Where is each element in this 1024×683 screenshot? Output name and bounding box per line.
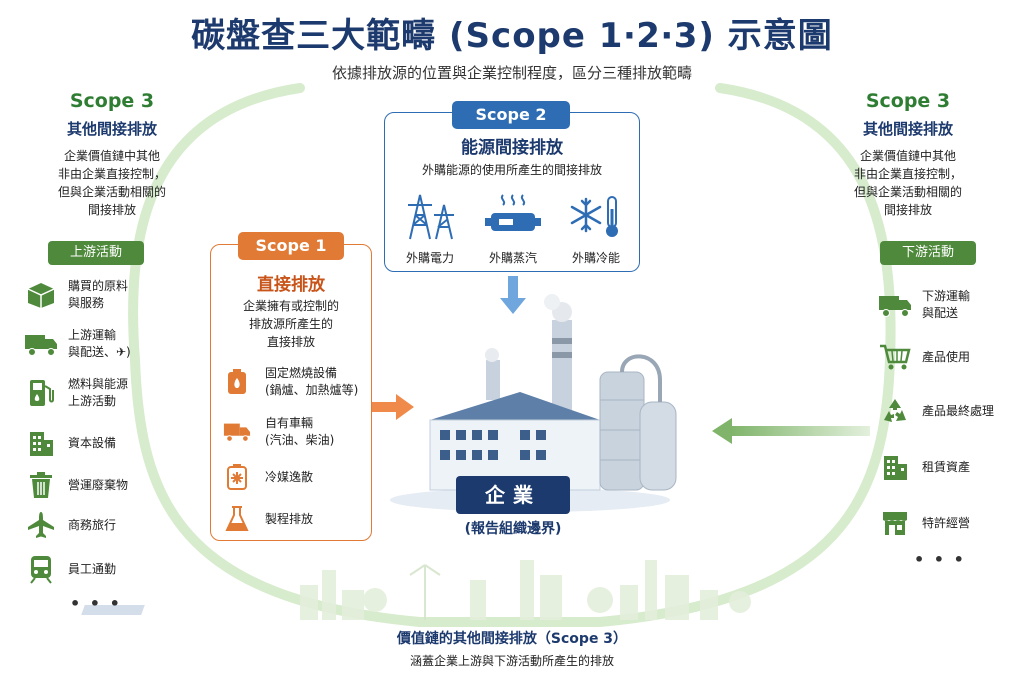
desc-line: 但與企業活動相關的 xyxy=(853,185,962,199)
list-item-label: 產品使用 xyxy=(922,349,971,364)
page-title: 碳盤查三大範疇 (Scope 1‧2‧3) 示意圖 xyxy=(191,16,833,56)
energy-item-steam: 外購蒸汽 xyxy=(478,191,548,266)
scope1-item-label: 製程排放 xyxy=(265,511,314,526)
list-item: 下游運輸與配送 xyxy=(878,288,970,322)
energy-item-label: 外購蒸汽 xyxy=(488,251,537,265)
building-icon xyxy=(878,452,912,482)
scope1-item: 固定燃燒設備(鍋爐、加熱爐等) xyxy=(223,365,358,399)
city-skyline xyxy=(81,560,751,620)
list-item: 營運廢棄物 xyxy=(24,470,128,500)
refrigerant-icon xyxy=(223,463,251,491)
list-item: 產品最終處理 xyxy=(878,396,994,426)
desc-line: 企業價值鏈中其他 xyxy=(63,149,160,163)
list-item: 特許經營 xyxy=(878,508,970,538)
list-item-label: 營運廢棄物 xyxy=(68,477,129,492)
downstream-pill: 下游活動 xyxy=(880,241,976,265)
list-item-label: 購買的原料與服務 xyxy=(68,279,129,310)
desc-line: 非由企業直接控制， xyxy=(853,167,962,181)
cart-icon xyxy=(878,342,912,372)
right-scope3-label: Scope 3 xyxy=(865,90,951,112)
page-subtitle: 依據排放源的位置與企業控制程度，區分三種排放範疇 xyxy=(331,64,692,82)
list-item-label: 特許經營 xyxy=(922,515,971,530)
scope1-desc: 企業擁有或控制的排放源所產生的直接排放 xyxy=(242,299,339,349)
desc-line: 企業價值鏈中其他 xyxy=(859,149,956,163)
list-item: 購買的原料與服務 xyxy=(24,278,128,312)
building-icon xyxy=(24,428,58,458)
desc-line: 間接排放 xyxy=(883,203,932,217)
company-label: 企業 xyxy=(456,476,570,514)
energy-item-label: 外購冷能 xyxy=(571,251,620,265)
list-item-label: 商務旅行 xyxy=(68,517,117,532)
scope1-item-label: 自有車輛(汽油、柴油) xyxy=(265,416,335,447)
scope2-box: 能源間接排放 外購能源的使用所產生的間接排放 外購電力 xyxy=(384,112,640,272)
trash-icon xyxy=(24,470,58,500)
list-item: 員工通勤 xyxy=(24,554,116,584)
fuel-pump-icon xyxy=(24,378,58,408)
left-scope3-name: 其他間接排放 xyxy=(66,120,157,138)
truck-icon xyxy=(878,290,912,320)
list-item: 資本設備 xyxy=(24,428,116,458)
list-item-label: 下游運輸與配送 xyxy=(922,289,971,320)
left-scope3-header: Scope 3 其他間接排放 企業價值鏈中其他 非由企業直接控制， 但與企業活動… xyxy=(22,90,202,219)
bottom-title: 價值鏈的其他間接排放（Scope 3） xyxy=(396,631,628,647)
snowflake-thermometer-icon xyxy=(564,196,628,245)
scope1-arrow xyxy=(372,394,414,420)
steam-icon xyxy=(481,194,545,245)
storefront-icon xyxy=(878,508,912,538)
list-item: 租賃資產 xyxy=(878,452,970,482)
train-icon xyxy=(24,554,58,584)
energy-item-electricity: 外購電力 xyxy=(395,191,465,266)
scope2-badge: Scope 2 xyxy=(452,101,570,129)
more-items-indicator: • • • xyxy=(914,550,966,569)
scope2-title: 能源間接排放 xyxy=(461,138,563,158)
list-item: 燃料與能源上游活動 xyxy=(24,376,128,410)
left-scope3-label: Scope 3 xyxy=(69,90,155,112)
right-scope3-name: 其他間接排放 xyxy=(862,120,953,138)
scope1-item: 自有車輛(汽油、柴油) xyxy=(223,415,334,449)
scope1-item-label: 冷媒逸散 xyxy=(265,469,314,484)
list-item: 上游運輸與配送、✈) xyxy=(24,327,131,361)
power-tower-icon xyxy=(398,194,462,245)
list-item: 商務旅行 xyxy=(24,510,116,540)
desc-line: 非由企業直接控制， xyxy=(57,167,166,181)
scope1-item: 製程排放 xyxy=(223,505,313,533)
truck-icon xyxy=(223,418,251,446)
truck-icon xyxy=(24,329,58,359)
upstream-pill: 上游活動 xyxy=(48,241,144,265)
more-items-indicator: • • • xyxy=(70,594,122,613)
boiler-icon xyxy=(223,368,251,396)
scope2-desc: 外購能源的使用所產生的間接排放 xyxy=(421,163,602,177)
box-icon xyxy=(24,280,58,310)
energy-item-cooling: 外購冷能 xyxy=(561,191,631,266)
desc-line: 但與企業活動相關的 xyxy=(57,185,166,199)
list-item-label: 燃料與能源上游活動 xyxy=(68,377,129,408)
list-item: 產品使用 xyxy=(878,342,970,372)
list-item-label: 上游運輸與配送、✈) xyxy=(68,328,131,359)
scope2-arrow xyxy=(500,276,526,314)
left-scope3-desc: 企業價值鏈中其他 非由企業直接控制， 但與企業活動相關的 間接排放 xyxy=(22,147,202,219)
right-scope3-header: Scope 3 其他間接排放 企業價值鏈中其他 非由企業直接控制， 但與企業活動… xyxy=(818,90,998,219)
list-item-label: 租賃資產 xyxy=(922,459,971,474)
list-item-label: 員工通勤 xyxy=(68,561,117,576)
list-item-label: 產品最終處理 xyxy=(922,403,995,418)
desc-line: 間接排放 xyxy=(87,203,136,217)
scope3-arrow xyxy=(712,418,870,444)
scope1-box: 直接排放 企業擁有或控制的排放源所產生的直接排放 固定燃燒設備(鍋爐、加熱爐等)… xyxy=(210,244,372,541)
flask-icon xyxy=(223,505,251,533)
scope1-title: 直接排放 xyxy=(257,275,325,295)
airplane-icon xyxy=(24,510,58,540)
list-item-label: 資本設備 xyxy=(68,435,117,450)
scope1-item-label: 固定燃燒設備(鍋爐、加熱爐等) xyxy=(265,366,359,397)
scope1-item: 冷媒逸散 xyxy=(223,463,313,491)
company-boundary-label: (報告組織邊界) xyxy=(464,521,562,537)
right-scope3-desc: 企業價值鏈中其他 非由企業直接控制， 但與企業活動相關的 間接排放 xyxy=(818,147,998,219)
energy-item-label: 外購電力 xyxy=(405,251,454,265)
recycle-icon xyxy=(878,396,912,426)
scope1-badge: Scope 1 xyxy=(238,232,344,260)
bottom-desc: 涵蓋企業上游與下游活動所產生的排放 xyxy=(409,654,614,668)
